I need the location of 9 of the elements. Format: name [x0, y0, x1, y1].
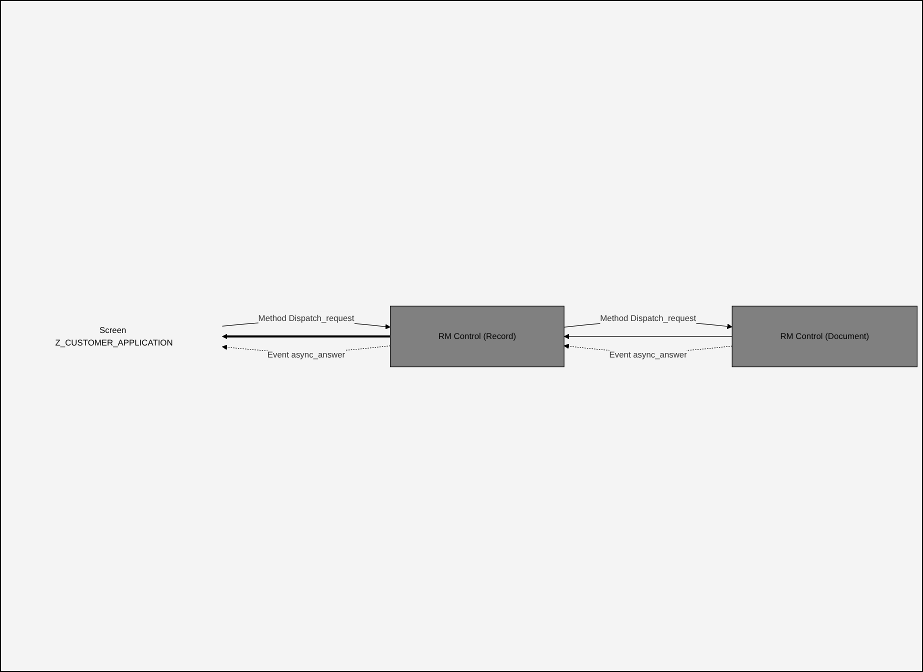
node-box: RM Control (Document)	[732, 305, 918, 367]
edge-label: Event async_answer	[609, 349, 687, 359]
edge-label: Method Dispatch_request	[600, 312, 696, 322]
edge-label: Method Dispatch_request	[258, 312, 354, 322]
arrow	[222, 333, 390, 339]
edge-label: Event async_answer	[267, 349, 346, 359]
arrow	[564, 333, 732, 339]
node-box: RM Control (Record)	[390, 305, 564, 367]
node-text: Screen Z_CUSTOMER_APPLICATION	[55, 324, 173, 347]
